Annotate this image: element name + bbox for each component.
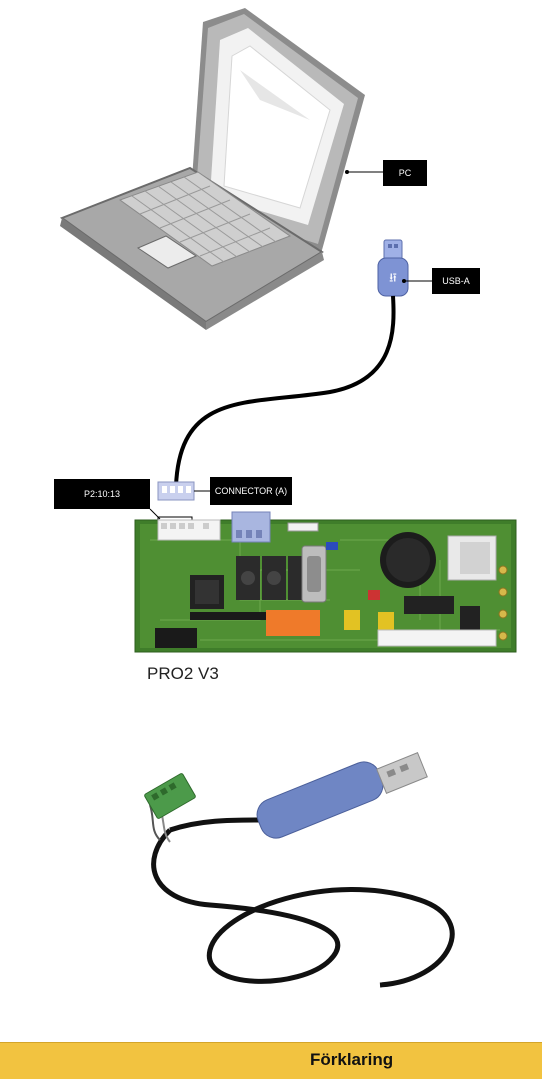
pcb-board-image bbox=[135, 512, 516, 652]
usb-a-label: USB-A bbox=[432, 268, 480, 294]
legend-bar bbox=[0, 1042, 542, 1079]
connector-a-label: CONNECTOR (A) bbox=[210, 477, 292, 505]
usb-serial-cable-image bbox=[144, 753, 452, 985]
connector-a-image bbox=[158, 482, 194, 500]
port-label: P2:10:13 bbox=[54, 479, 150, 509]
laptop-image bbox=[60, 8, 365, 330]
pc-label: PC bbox=[383, 160, 427, 186]
svg-text:⭿: ⭿ bbox=[389, 271, 397, 285]
legend-title: Förklaring bbox=[310, 1050, 393, 1070]
usb-plug-image: ⭿ bbox=[378, 240, 408, 296]
board-title: PRO2 V3 bbox=[147, 664, 219, 684]
